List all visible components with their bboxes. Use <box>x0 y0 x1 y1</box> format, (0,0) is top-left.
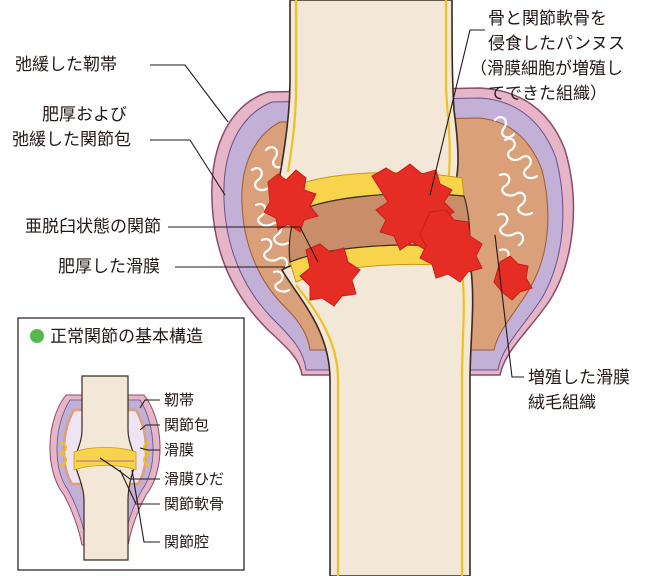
inset-label-ligament: 靭帯 <box>164 391 194 409</box>
inset-label-articular-cartilage: 関節軟骨 <box>164 495 224 513</box>
label-pannus-line4: てできた組織） <box>488 84 607 104</box>
label-villous-line2: 絨毛組織 <box>528 393 596 413</box>
label-pannus-line1: 骨と関節軟骨を <box>488 9 607 29</box>
upper-bone <box>280 0 458 200</box>
label-lax-ligament: 弛緩した靭帯 <box>15 55 117 75</box>
normal-joint-inset: 正常関節の基本構造 靭帯 関節包 滑膜 滑膜ひだ 関節軟骨 関節腔 <box>18 318 244 570</box>
leader-lax-ligament <box>150 65 228 122</box>
label-capsule-line2: 弛緩した関節包 <box>12 130 131 150</box>
label-thickened-synovium: 肥厚した滑膜 <box>58 257 160 277</box>
inset-title-dot <box>30 329 44 343</box>
inset-label-synovium: 滑膜 <box>164 441 194 459</box>
inset-label-synovial-fold: 滑膜ひだ <box>164 470 224 488</box>
label-subluxation: 亜脱臼状態の関節 <box>25 217 161 237</box>
inset-lower-bone <box>76 462 134 560</box>
label-capsule-line1: 肥厚および <box>42 105 127 125</box>
label-villous-line1: 増殖した滑膜 <box>528 368 630 388</box>
label-pannus-line3: （滑膜細胞が増殖し <box>470 59 623 79</box>
label-pannus-line2: 侵食したパンヌス <box>488 34 625 54</box>
inset-label-capsule: 関節包 <box>164 416 209 434</box>
inset-label-joint-cavity: 関節腔 <box>164 533 209 551</box>
inset-title: 正常関節の基本構造 <box>50 327 203 347</box>
